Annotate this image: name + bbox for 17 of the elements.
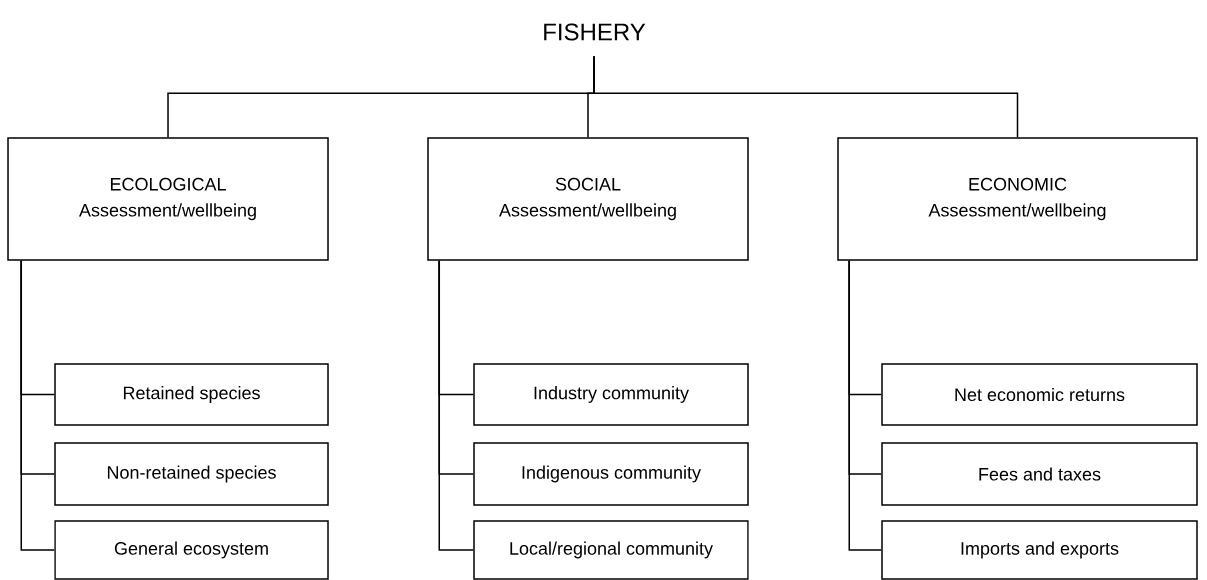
title-text: FISHERY <box>544 23 646 41</box>
item-box: Fees and taxes <box>881 442 1198 506</box>
connector-line <box>848 260 882 551</box>
item-box: Non-retained species <box>54 442 329 506</box>
item-box: Imports and exports <box>881 520 1198 580</box>
connector-line <box>593 55 1019 138</box>
item-box: Industry community <box>473 363 749 426</box>
item-box: Indigenous community <box>473 442 749 506</box>
item-box: General ecosystem <box>54 520 329 580</box>
connector-line <box>438 260 474 551</box>
category-box: ECOLOGICAL Assessment/wellbeing <box>7 137 329 261</box>
item-box: Local/regional community <box>473 520 749 580</box>
item-box: Retained species <box>54 363 329 426</box>
connector-line <box>20 260 55 551</box>
category-box: ECONOMIC Assessment/wellbeing <box>837 137 1198 261</box>
category-box: SOCIAL Assessment/wellbeing <box>427 137 749 261</box>
item-box: Net economic returns <box>881 363 1198 426</box>
